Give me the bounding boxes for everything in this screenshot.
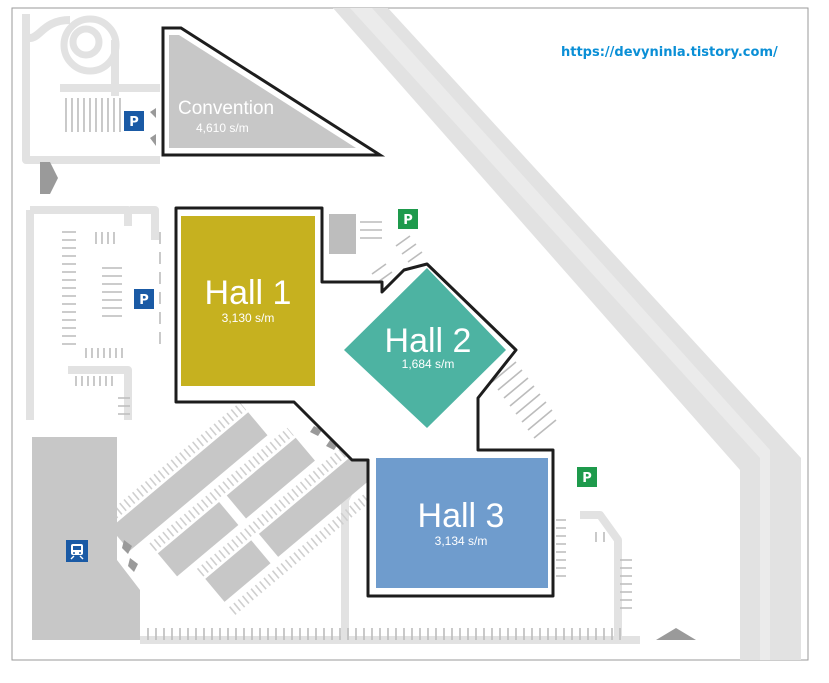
svg-text:P: P	[129, 115, 139, 130]
hall-2-name: Hall 2	[385, 322, 472, 360]
hall-2-area: 1,684 s/m	[402, 357, 455, 371]
parking-icon: P	[134, 289, 154, 309]
entrance-arrow-icon	[40, 162, 58, 194]
hall-2	[344, 268, 506, 428]
parking-stalls	[62, 98, 632, 640]
hall-1	[181, 216, 315, 386]
svg-text:P: P	[403, 213, 413, 228]
convention-hall	[169, 35, 356, 148]
convention-area: 4,610 s/m	[196, 121, 249, 135]
svg-text:P: P	[582, 471, 592, 486]
source-url: https://devyninla.tistory.com/	[561, 45, 778, 60]
hall-3-name: Hall 3	[418, 497, 505, 535]
svg-text:P: P	[139, 293, 149, 308]
highway	[333, 8, 801, 660]
train-station-icon	[66, 540, 88, 562]
hall-1-name: Hall 1	[205, 274, 292, 312]
parking-icon: P	[577, 467, 597, 487]
utility-block	[329, 214, 356, 254]
diagonal-parking-lot	[101, 402, 389, 615]
parking-icon: P	[124, 111, 144, 131]
convention-name: Convention	[178, 98, 274, 119]
parking-icon: P	[398, 209, 418, 229]
hall-3-area: 3,134 s/m	[435, 534, 488, 548]
station-building	[32, 437, 140, 640]
roundabout	[60, 15, 120, 75]
hall-3	[376, 458, 548, 588]
hall-1-area: 3,130 s/m	[222, 311, 275, 325]
